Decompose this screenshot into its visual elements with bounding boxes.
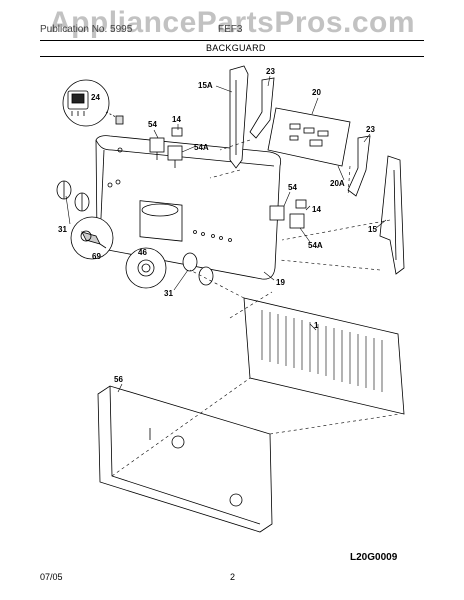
callout-14-right: 14 — [312, 205, 321, 214]
diagram-code: L20G0009 — [350, 552, 398, 563]
footer-date: 07/05 — [40, 572, 63, 582]
header-rule-bottom — [40, 56, 424, 57]
model-number: FEF3 — [218, 24, 243, 35]
callout-1: 1 — [314, 321, 319, 330]
part-23-bracket-right — [347, 135, 371, 197]
exploded-parts-diagram: 24 15A 23 20 23 20A 14 54 54A 54 14 54A … — [56, 65, 405, 533]
leader-lines — [111, 139, 401, 477]
page-number: 2 — [230, 572, 236, 582]
callout-20: 20 — [312, 88, 321, 97]
part-23-bracket-left — [249, 77, 275, 139]
part-15A-end-bracket-left — [229, 65, 249, 169]
part-46-knob — [125, 247, 167, 289]
part-54-infinite-switch-left — [149, 127, 183, 168]
callout-15A: 15A — [198, 81, 213, 90]
part-31-knobs-left — [56, 180, 90, 212]
callout-23-right: 23 — [366, 125, 375, 134]
callout-31-right: 31 — [164, 289, 173, 298]
part-56-lower-rear-panel — [97, 385, 273, 533]
callout-20A: 20A — [330, 179, 345, 188]
callout-54-right: 54 — [288, 183, 297, 192]
part-54-infinite-switch-right — [269, 199, 307, 229]
section-title: BACKGUARD — [206, 43, 266, 53]
part-1-rear-panel — [243, 297, 405, 415]
callout-23-left: 23 — [266, 67, 275, 76]
callout-14-left: 14 — [172, 115, 181, 124]
part-15-end-bracket-right — [379, 155, 405, 275]
part-69-lamp — [70, 216, 114, 260]
callout-46: 46 — [138, 248, 147, 257]
part-19-control-panel — [95, 135, 282, 280]
callout-54A-right: 54A — [308, 241, 323, 250]
callout-15: 15 — [368, 225, 377, 234]
part-24-switch — [62, 79, 124, 127]
callout-54A-left: 54A — [194, 143, 209, 152]
header-rule-top — [40, 40, 424, 41]
callout-56: 56 — [114, 375, 123, 384]
part-20-control-board — [267, 107, 351, 167]
callout-69: 69 — [92, 252, 101, 261]
callout-19: 19 — [276, 278, 285, 287]
callout-54-left: 54 — [148, 120, 157, 129]
callout-leaders — [65, 75, 387, 393]
publication-number: Publication No. 5995 — [40, 24, 133, 35]
watermark: AppliancePartsPros.com — [48, 6, 416, 39]
callout-31-left: 31 — [58, 225, 67, 234]
callout-24: 24 — [91, 93, 100, 102]
part-31-knobs-right — [182, 252, 214, 286]
